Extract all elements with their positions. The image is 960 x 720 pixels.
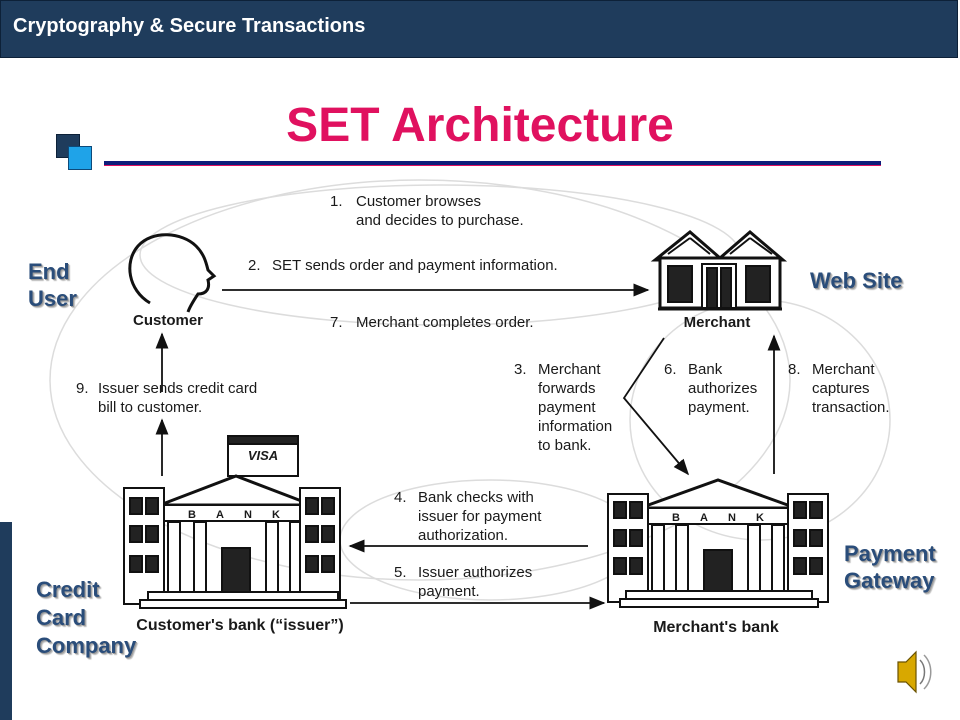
step-text: payment. (418, 583, 480, 600)
step-number: 8. (788, 361, 801, 378)
step-4: 4. Bank checks with issuer for payment a… (394, 489, 542, 544)
step-text: captures (812, 380, 870, 397)
step-text: issuer for payment (418, 508, 542, 525)
step-number: 4. (394, 489, 407, 506)
payment-gateway-label-line: Payment (844, 541, 936, 566)
payment-gateway-label-line: Gateway (844, 568, 935, 593)
step-6: 6. Bank authorizes payment. (664, 361, 757, 416)
title-underline (104, 161, 881, 166)
step-text: authorizes (688, 380, 757, 397)
web-site-label-text: Web Site (810, 268, 903, 293)
step-2: 2. SET sends order and payment informati… (248, 257, 558, 274)
issuer-bank-sign-letter: N (244, 509, 252, 521)
step-number: 6. (664, 361, 677, 378)
gateway-bank-sign-letter: B (672, 512, 680, 524)
header-title: Cryptography & Secure Transactions (13, 15, 366, 37)
step-text: to bank. (538, 437, 591, 454)
speaker-icon[interactable] (897, 650, 932, 694)
step-text: Bank (688, 361, 723, 378)
step-number: 1. (330, 193, 343, 210)
step-text: payment (538, 399, 596, 416)
end-user-label-line: End (28, 259, 70, 284)
merchants-bank-building-icon (607, 478, 829, 608)
step-text: SET sends order and payment information. (272, 257, 558, 274)
step-text: payment. (688, 399, 750, 416)
step-text: Bank checks with (418, 489, 534, 506)
step-text: authorization. (418, 527, 508, 544)
slide-title: SET Architecture (286, 99, 674, 152)
step-number: 5. (394, 564, 407, 581)
step-7: 7. Merchant completes order. (330, 314, 534, 331)
step-text: Merchant (538, 361, 601, 378)
gateway-bank-sign-letter: N (728, 512, 736, 524)
left-accent-bar (0, 522, 12, 720)
issuer-bank-sign-letter: K (272, 509, 280, 521)
end-user-label: End User (28, 258, 77, 312)
issuer-bank-sign-letter: B (188, 509, 196, 521)
step-8: 8. Merchant captures transaction. (788, 361, 890, 416)
header-bar: Cryptography & Secure Transactions (0, 0, 958, 58)
credit-card-company-label-line: Card (36, 605, 87, 630)
step-text: bill to customer. (98, 399, 202, 416)
step-number: 3. (514, 361, 527, 378)
arrow-merchant-to-gateway (622, 337, 690, 476)
step-number: 7. (330, 314, 343, 331)
web-site-label: Web Site (810, 267, 903, 294)
step-text: forwards (538, 380, 596, 397)
credit-card-company-label-line: Credit (36, 577, 100, 602)
customer-head-icon (128, 233, 217, 313)
issuer-bank-sign-letter: A (216, 509, 224, 521)
end-user-label-line: User (28, 286, 77, 311)
step-text: Merchant (812, 361, 875, 378)
payment-gateway-label: Payment Gateway (844, 540, 936, 594)
step-9: 9. Issuer sends credit card bill to cust… (76, 380, 257, 416)
customers-bank-building-icon (123, 435, 347, 609)
step-text: Customer browses (356, 193, 481, 210)
credit-card-company-label: Credit Card Company (36, 576, 136, 660)
merchant-label: Merchant (684, 314, 751, 331)
step-number: 9. (76, 380, 89, 397)
credit-card-company-label-line: Company (36, 633, 137, 658)
step-text: Merchant completes order. (356, 314, 534, 331)
step-3: 3. Merchant forwards payment information… (514, 361, 612, 454)
gateway-bank-sign-letter: A (700, 512, 708, 524)
customers-bank-label: Customer's bank (“issuer”) (136, 617, 343, 634)
light-square-decoration (68, 146, 92, 170)
gateway-bank-sign-letter: K (756, 512, 764, 524)
step-number: 2. (248, 257, 261, 274)
visa-sign: VISA (248, 448, 278, 463)
merchant-building-icon (650, 230, 788, 311)
step-text: transaction. (812, 399, 890, 416)
step-1: 1. Customer browses and decides to purch… (330, 193, 524, 229)
merchants-bank-label: Merchant's bank (653, 619, 779, 636)
step-text: Issuer authorizes (418, 564, 532, 581)
step-text: and decides to purchase. (356, 212, 524, 229)
step-text: information (538, 418, 612, 435)
customer-label: Customer (133, 312, 203, 329)
step-5: 5. Issuer authorizes payment. (394, 564, 532, 600)
step-text: Issuer sends credit card (98, 380, 257, 397)
